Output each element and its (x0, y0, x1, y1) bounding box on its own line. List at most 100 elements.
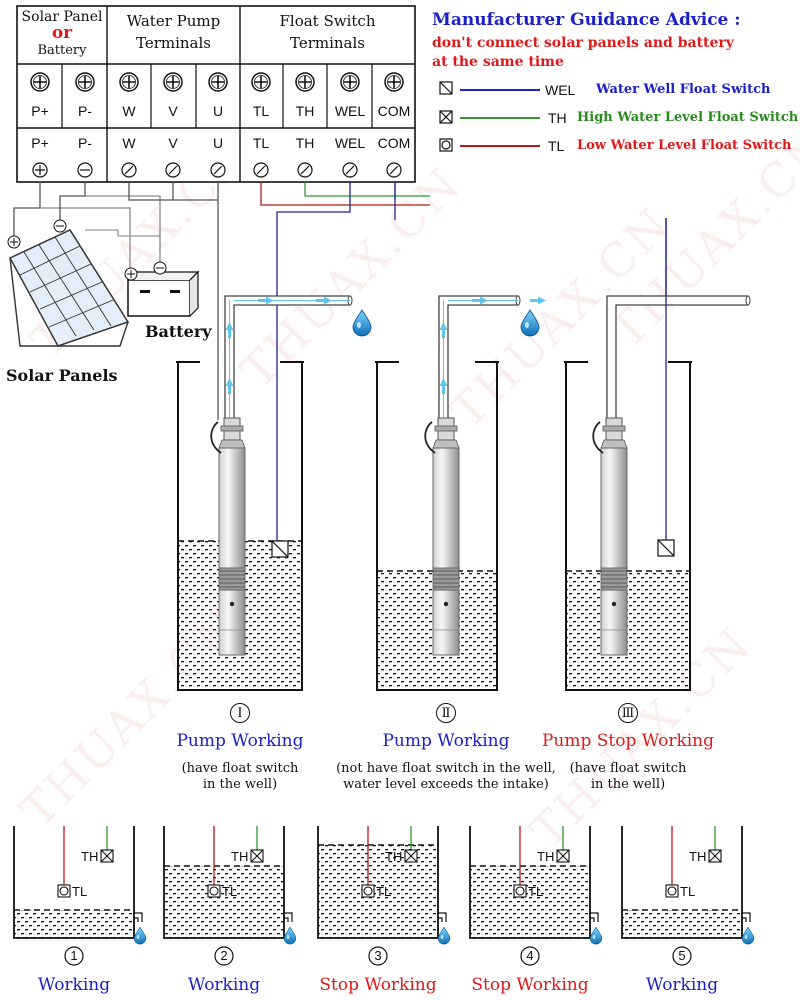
well-number: Ⅱ (441, 706, 451, 721)
tank-tl-label: TL (680, 884, 696, 899)
terminal-label-top: COM (377, 103, 411, 119)
solar-panels-label: Solar Panels (6, 366, 118, 385)
wiring (13, 182, 430, 545)
tank-th-label: TH (231, 849, 249, 864)
header-power-line2: or (51, 23, 73, 43)
tank-number-badge (520, 946, 540, 966)
water-drop-icon (520, 309, 540, 337)
tank-th-label: TH (537, 849, 555, 864)
legend-desc-wel: Water Well Float Switch (596, 82, 771, 97)
well-number-badge (436, 703, 456, 723)
terminal-label-bottom: COM (377, 135, 411, 151)
terminal-label-top: V (168, 103, 178, 119)
tank-th-label: TH (81, 849, 99, 864)
well-3 (564, 218, 751, 691)
header-pump-line1: Water Pump (126, 12, 221, 30)
well-status: Pump Working (382, 731, 510, 751)
tank-number-badge (64, 946, 84, 966)
tank-1 (13, 826, 147, 966)
terminal-label-bottom: TL (252, 135, 270, 151)
terminal-label-bottom: WEL (334, 135, 366, 151)
tank-5 (621, 826, 755, 966)
terminal-label-bottom: U (212, 135, 224, 151)
water-drop-icon (741, 926, 755, 945)
tank-number: 5 (678, 948, 686, 963)
tank-2 (163, 826, 297, 966)
terminal-label-top: W (122, 103, 136, 119)
well-number-badge (618, 703, 638, 723)
pipe (438, 295, 519, 420)
advice-line2: at the same time (432, 54, 564, 70)
tank-status: Stop Working (471, 975, 589, 995)
tank-tl-label: TL (376, 884, 392, 899)
tank-number: 1 (70, 948, 78, 963)
water-drop-icon (352, 309, 372, 337)
tank-number-badge (368, 946, 388, 966)
terminal-label-bottom: P- (78, 135, 92, 151)
terminal-label-bottom: P+ (31, 135, 49, 151)
terminal-screws-bottom (32, 162, 402, 178)
tank-4 (469, 826, 603, 966)
well-note-line1: (have float switch (569, 761, 687, 776)
terminal-box (16, 5, 416, 183)
well-note-line2: in the well) (202, 777, 278, 792)
terminal-label-bottom: W (122, 135, 136, 151)
legend-desc-tl: Low Water Level Float Switch (577, 138, 792, 153)
water-drop-icon (589, 926, 603, 945)
wells (176, 218, 751, 691)
tank-3 (317, 826, 451, 966)
tank-status: Working (645, 975, 719, 995)
terminal-label-top: WEL (334, 103, 366, 119)
legend-code-wel: WEL (545, 82, 576, 98)
pipe (224, 295, 351, 420)
well-note-line2: water level exceeds the intake) (343, 777, 549, 792)
water-drop-icon (283, 926, 297, 945)
terminal-screws-top (30, 72, 404, 92)
header-float-line2: Terminals (289, 34, 365, 52)
water-drop-icon (437, 926, 451, 945)
solar-panel (7, 219, 130, 347)
tank-number: 2 (220, 948, 228, 963)
tank-tl-label: TL (222, 884, 238, 899)
tank-tl-label: TL (528, 884, 544, 899)
tank-number: 3 (374, 948, 382, 963)
well-status: Pump Working (176, 731, 304, 751)
tank-th-label: TH (385, 849, 403, 864)
advice-title: Manufacturer Guidance Advice : (432, 10, 741, 30)
tank-status: Working (37, 975, 111, 995)
header-power-line1: Solar Panel (21, 9, 103, 25)
well-note-line2: in the well) (590, 777, 666, 792)
legend-code-tl: TL (548, 138, 565, 154)
legend-desc-th: High Water Level Float Switch (577, 110, 799, 125)
terminal-label-top: P- (78, 103, 92, 119)
well-status: Pump Stop Working (541, 731, 715, 751)
terminal-label-top: P+ (31, 103, 49, 119)
battery (124, 261, 200, 317)
well-number: Ⅲ (621, 706, 635, 721)
tank-status: Working (187, 975, 261, 995)
tanks (13, 826, 755, 966)
terminal-label-top: TL (252, 103, 270, 119)
well-1 (176, 295, 372, 691)
terminal-label-top: TH (295, 103, 315, 119)
advice-line1: don't connect solar panels and battery (432, 35, 734, 51)
tank-number-badge (672, 946, 692, 966)
well-number-badge (230, 703, 250, 723)
well-note-line1: (not have float switch in the well, (336, 761, 556, 776)
flow-arrow-icon (530, 296, 546, 305)
legend-symbols (439, 81, 540, 152)
well-note-line1: (have float switch (181, 761, 299, 776)
water-drop-icon (133, 926, 147, 945)
header-pump-line2: Terminals (135, 34, 211, 52)
tank-th-label: TH (689, 849, 707, 864)
pipe (606, 295, 749, 420)
header-power-line3: Battery (37, 43, 87, 58)
tank-number-badge (214, 946, 234, 966)
legend-code-th: TH (548, 110, 567, 126)
well-number: Ⅰ (237, 706, 243, 721)
tank-tl-label: TL (72, 884, 88, 899)
tank-number: 4 (526, 948, 534, 963)
terminal-label-top: U (212, 103, 224, 119)
